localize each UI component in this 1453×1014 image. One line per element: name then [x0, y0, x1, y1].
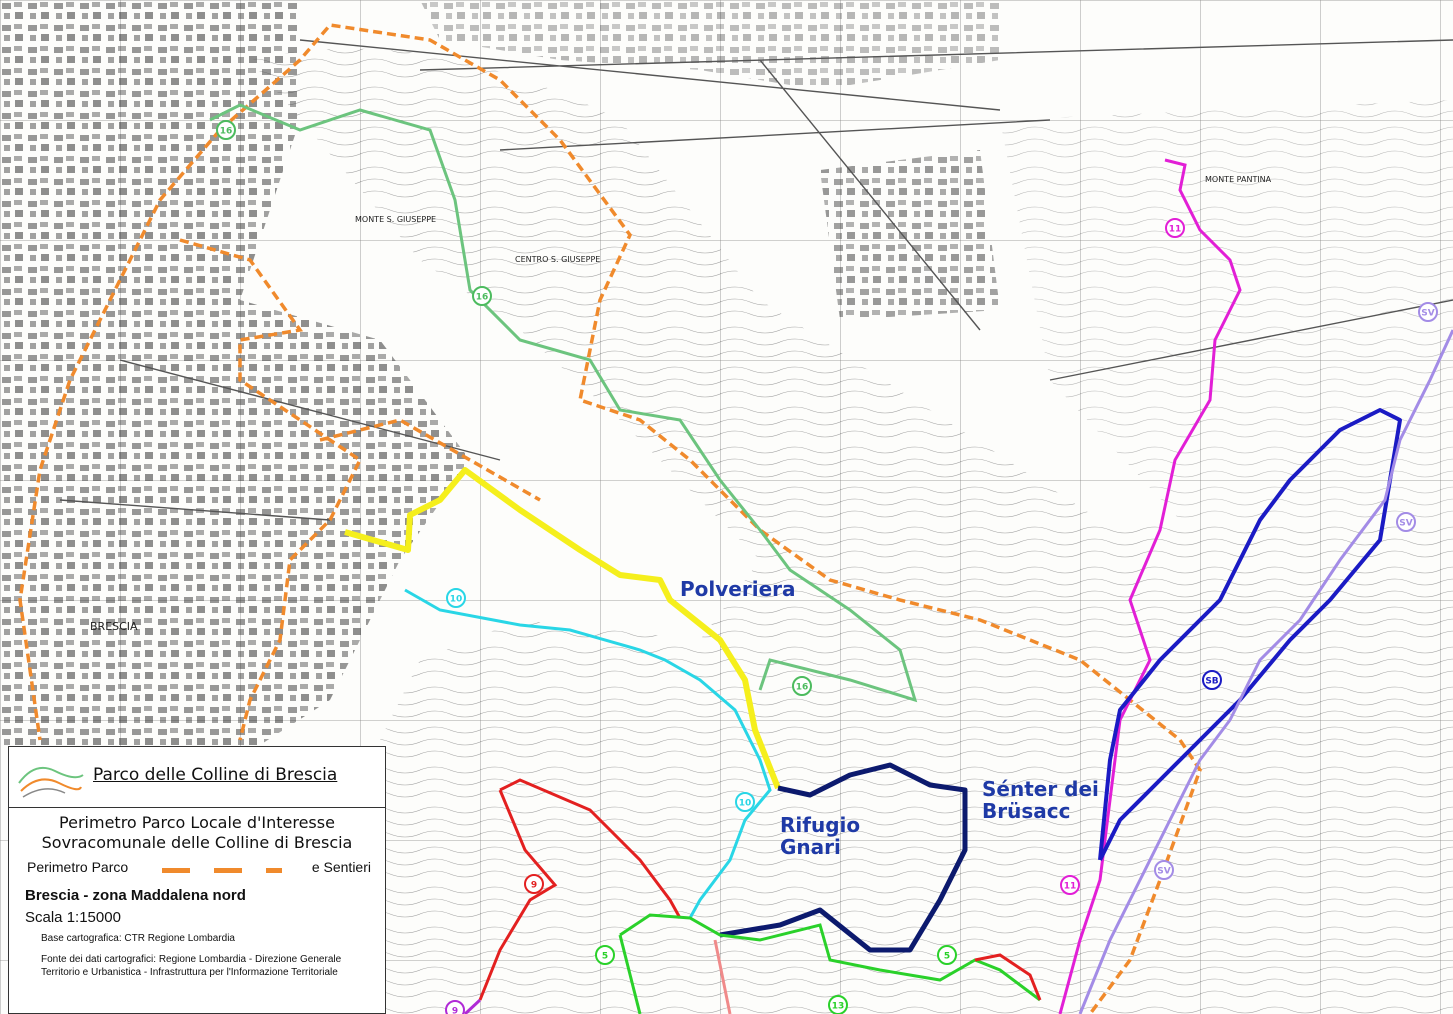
trail-pink-line: [713, 939, 732, 1014]
trail-marker: 13: [828, 995, 848, 1014]
trail-marker-label: 5: [602, 952, 608, 962]
trail-marker-label: 16: [476, 293, 489, 303]
trail-marker: 11: [1060, 875, 1080, 895]
trail-11-line: [1058, 158, 1242, 1014]
trail-marker-label: 11: [1169, 225, 1182, 235]
road-network: [59, 39, 1453, 521]
trail-marker: 9: [524, 874, 544, 894]
trail-marker: 11: [1165, 218, 1185, 238]
trail-marker-label: 16: [220, 127, 233, 137]
trail-marker-label: SV: [1421, 309, 1434, 319]
trail-marker: SB: [1202, 670, 1222, 690]
perimeter-title-1: Perimetro Parco Locale d'Interesse: [59, 813, 335, 832]
zone-title: Brescia - zona Maddalena nord: [25, 887, 246, 904]
trail-16-line: [209, 103, 918, 703]
trail-marker: 5: [595, 945, 615, 965]
trail-5b-line: [618, 934, 642, 1014]
trail-9-line: [478, 778, 682, 1001]
map-legend: Parco delle Colline di Brescia Perimetro…: [8, 746, 386, 1014]
trail-marker: 16: [216, 120, 236, 140]
trail-marker: SV: [1418, 302, 1438, 322]
trail-marker-label: 16: [796, 683, 809, 693]
trail-marker-label: SV: [1399, 519, 1412, 529]
senter-brusacc-route: [1098, 408, 1402, 861]
trail-marker-label: SB: [1205, 677, 1218, 687]
label-centro-s-giuseppe: CENTRO S. GIUSEPPE: [515, 255, 600, 264]
trail-marker-label: 9: [531, 881, 537, 891]
trail-marker-label: 11: [1064, 882, 1077, 892]
park-name: Parco delle Colline di Brescia: [93, 765, 338, 785]
polveriera-route: [344, 467, 781, 790]
label-monte-s-giuseppe: MONTE S. GIUSEPPE: [355, 215, 436, 224]
trail-marker: 16: [792, 676, 812, 696]
label-monte-pantina: MONTE PANTINA: [1205, 175, 1272, 184]
label-polveriera: Polveriera: [680, 577, 796, 601]
trail-marker: 5: [937, 945, 957, 965]
perimeter-label: Perimetro Parco: [27, 859, 129, 875]
trail-marker: 10: [735, 792, 755, 812]
rifugio-gnari-route: [719, 762, 968, 953]
trail-10-line: [404, 588, 772, 919]
trail-sv-line: [1078, 329, 1453, 1014]
trail-5-red-line: [974, 953, 1042, 1001]
trail-marker-label: 5: [944, 952, 950, 962]
trail-marker-label: 10: [450, 595, 463, 605]
label-brescia: BRESCIA: [90, 620, 138, 633]
trail-marker: SV: [1154, 860, 1174, 880]
trail-5-line: [619, 913, 1041, 1002]
trails-label: e Sentieri: [311, 859, 371, 875]
trail-marker: 16: [472, 286, 492, 306]
trail-marker-label: SV: [1157, 867, 1170, 877]
data-source: Fonte dei dati cartografici: Regione Lom…: [41, 954, 342, 978]
trail-marker: 10: [446, 588, 466, 608]
park-logo-icon: [18, 767, 84, 798]
trail-marker: 9: [445, 1000, 465, 1014]
trail-marker-label: 13: [832, 1002, 845, 1012]
perimeter-title-2: Sovracomunale delle Colline di Brescia: [41, 833, 353, 852]
perimeter-dash-symbol: [162, 868, 282, 873]
trail-marker-label: 10: [739, 799, 752, 809]
trail-9-purple-line: [463, 998, 482, 1014]
trail-marker-label: 9: [452, 1007, 458, 1014]
trail-marker: SV: [1396, 512, 1416, 532]
label-rifugio-gnari: Rifugio Gnari: [780, 813, 861, 859]
base-cartography: Base cartografica: CTR Regione Lombardia: [41, 933, 235, 944]
legend-divider: [9, 807, 385, 808]
label-senter-brusacc: Sénter dei Brüsacc: [982, 777, 1099, 823]
scale-text: Scala 1:15000: [25, 909, 121, 926]
